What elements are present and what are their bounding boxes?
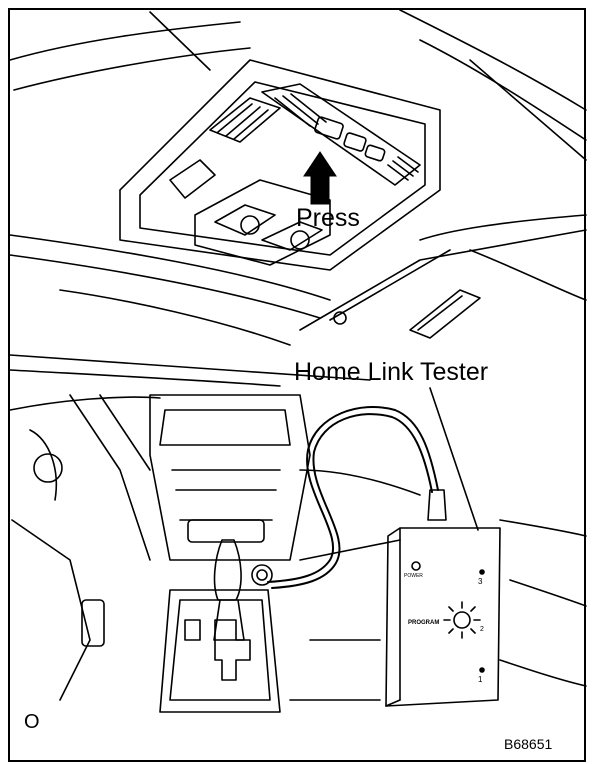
device-button-1-label: 1 bbox=[478, 675, 483, 684]
tester-leader-line bbox=[429, 387, 479, 531]
home-link-tester-device bbox=[385, 527, 501, 707]
corner-mark: O bbox=[24, 711, 40, 733]
device-button-2-label: 2 bbox=[480, 626, 484, 633]
overhead-console-drawing bbox=[9, 9, 587, 387]
tester-cable bbox=[267, 405, 439, 589]
figure-code: B68651 bbox=[504, 736, 553, 752]
device-program-label: PROGRAM bbox=[408, 620, 440, 626]
device-power-label: POWER bbox=[404, 573, 423, 579]
dashboard-drawing bbox=[9, 394, 587, 713]
press-arrow-icon bbox=[303, 151, 337, 205]
device-button-3-label: 3 bbox=[478, 577, 483, 586]
tester-label: Home Link Tester bbox=[294, 358, 489, 386]
press-label: Press bbox=[296, 204, 360, 232]
cable-connector bbox=[427, 489, 447, 521]
